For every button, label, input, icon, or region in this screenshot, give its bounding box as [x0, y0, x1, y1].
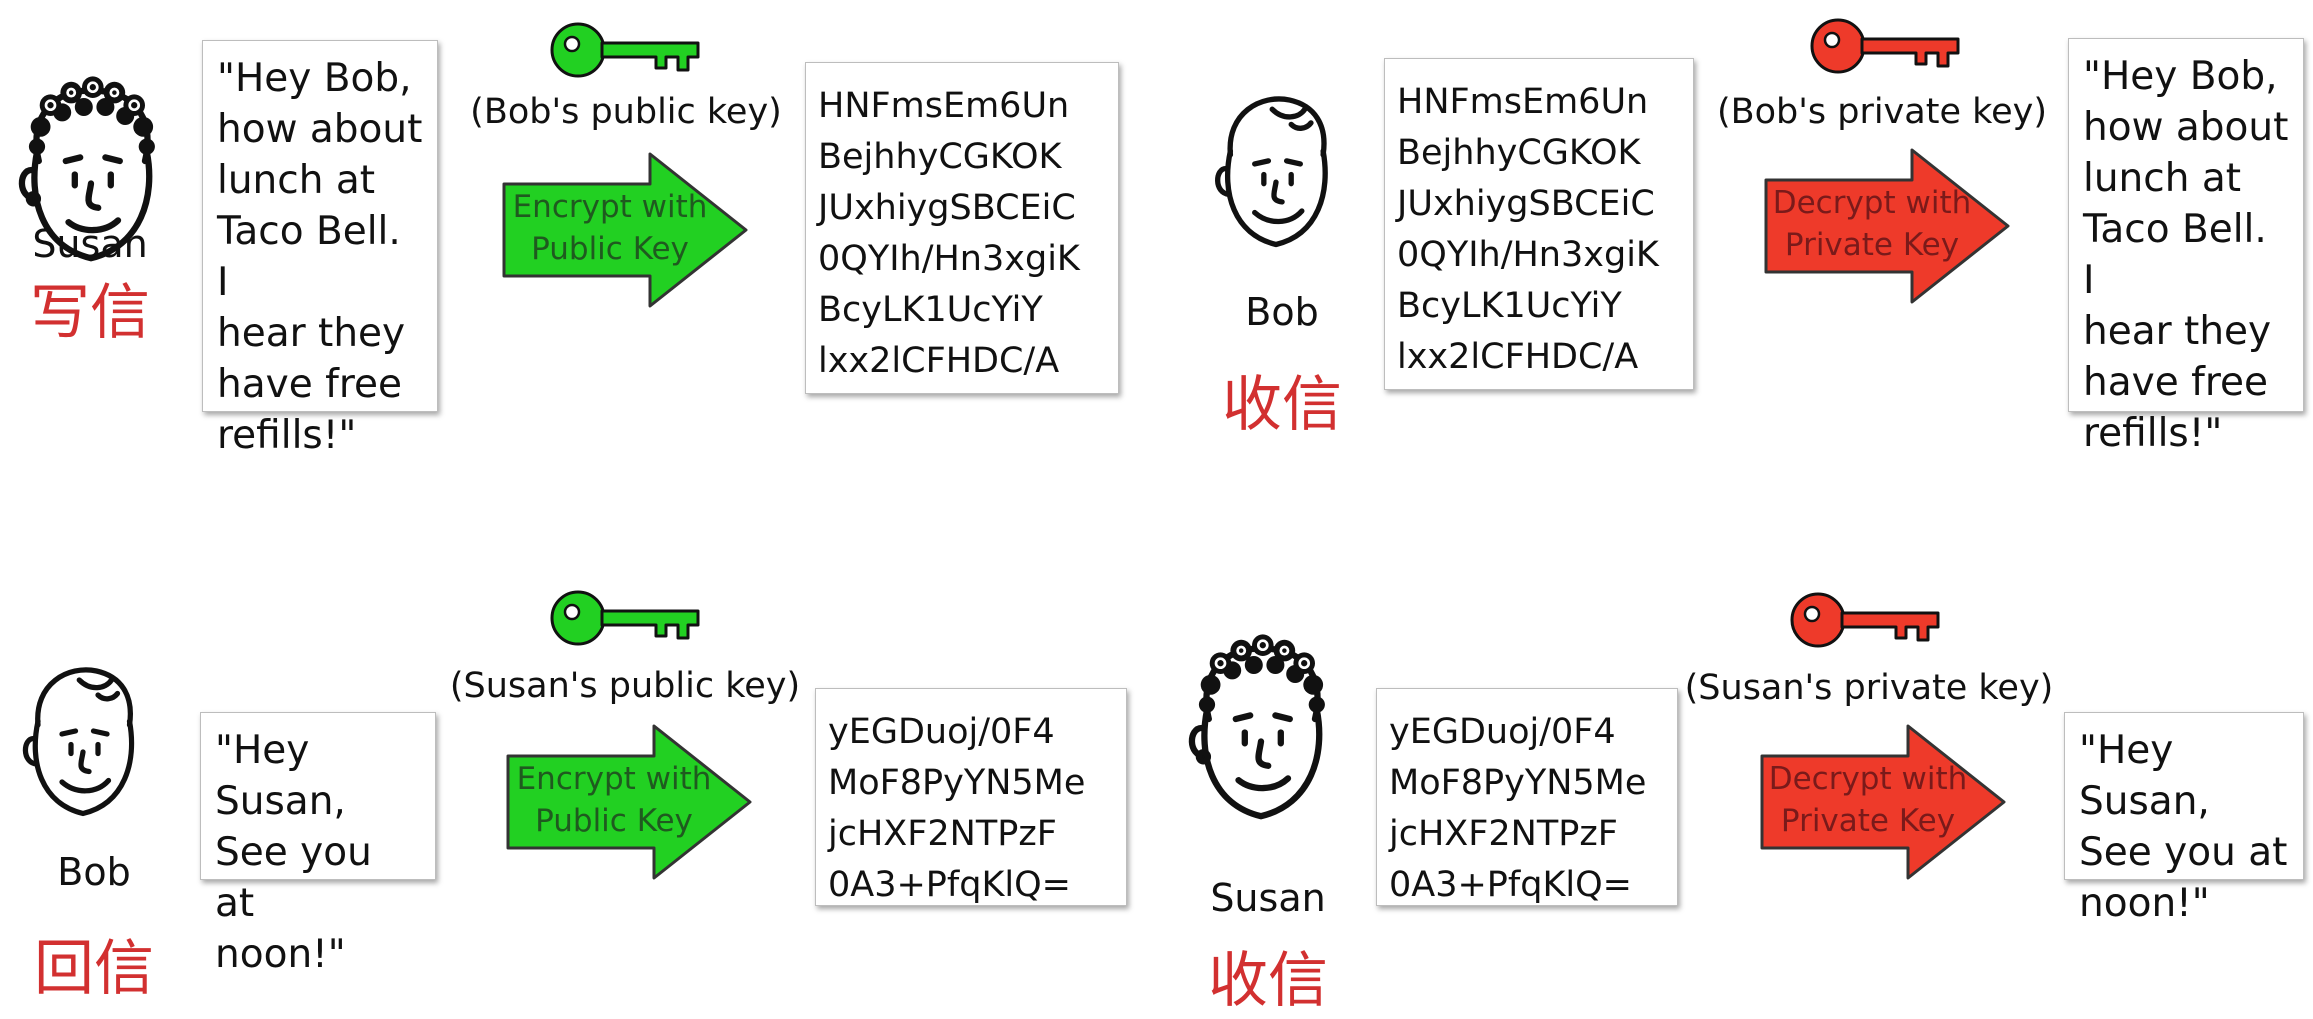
stage-label-reply: 回信: [34, 934, 154, 1004]
bob-face-icon: [8, 640, 158, 840]
susan-face-icon: [1170, 620, 1352, 836]
private-key-icon: [1808, 6, 1968, 86]
public-key-icon: [548, 10, 708, 90]
decrypt-key-label: (Susan's private key): [1684, 668, 2054, 708]
received-ciphertext-box: HNFmsEm6Un BejhhyCGKOK JUxhiygSBCEiC 0QY…: [1384, 58, 1694, 390]
decrypt-arrow-label: Decrypt with Private Key: [1772, 185, 1972, 263]
encrypt-arrow: Encrypt with Public Key: [504, 722, 754, 882]
bob-face-icon: [1200, 70, 1352, 270]
sender-name: Susan: [32, 222, 148, 266]
encrypt-arrow-label: Encrypt with Public Key: [512, 189, 708, 267]
receiver-name: Bob: [1245, 290, 1319, 334]
encrypt-arrow-label: Encrypt with Public Key: [516, 761, 712, 839]
stage-label-write: 写信: [30, 278, 150, 348]
private-key-icon: [1788, 580, 1948, 660]
encrypt-key-label: (Bob's public key): [470, 92, 782, 132]
decrypt-arrow: Decrypt with Private Key: [1762, 146, 2012, 306]
decrypt-arrow-label: Decrypt with Private Key: [1768, 761, 1968, 839]
sender-name: Bob: [57, 850, 131, 894]
encrypt-key-label: (Susan's public key): [449, 666, 801, 706]
decrypted-box: "Hey Bob, how about lunch at Taco Bell. …: [2068, 38, 2304, 456]
encrypt-arrow: Encrypt with Public Key: [500, 150, 750, 310]
decrypted-box: "Hey Susan, See you at noon!": [2064, 712, 2304, 926]
plaintext-box: "Hey Bob, how about lunch at Taco Bell. …: [202, 40, 438, 458]
received-ciphertext-box: yEGDuoj/0F4 MoF8PyYN5Me jcHXF2NTPzF 0A3+…: [1376, 688, 1678, 906]
ciphertext-box: HNFmsEm6Un BejhhyCGKOK JUxhiygSBCEiC 0QY…: [805, 62, 1119, 394]
decrypt-arrow: Decrypt with Private Key: [1758, 722, 2008, 882]
plaintext-box: "Hey Susan, See you at noon!": [200, 712, 436, 977]
decrypt-key-label: (Bob's private key): [1716, 92, 2048, 132]
public-key-icon: [548, 578, 708, 658]
stage-label-receive: 收信: [1208, 946, 1328, 1016]
stage-label-receive: 收信: [1222, 370, 1342, 440]
receiver-name: Susan: [1210, 876, 1326, 920]
ciphertext-box: yEGDuoj/0F4 MoF8PyYN5Me jcHXF2NTPzF 0A3+…: [815, 688, 1127, 906]
